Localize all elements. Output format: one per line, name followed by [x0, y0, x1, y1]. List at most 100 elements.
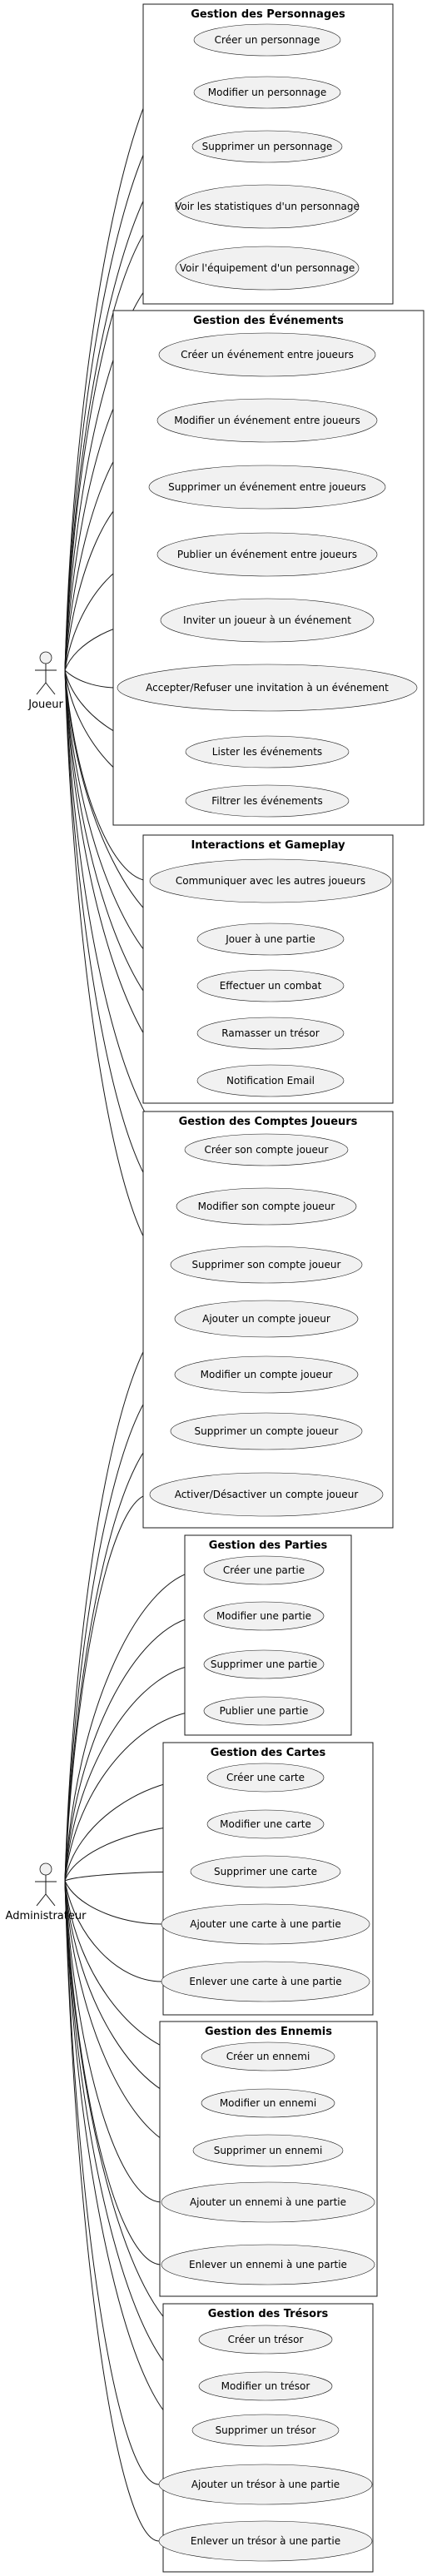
use-case-ellipse[interactable] [149, 858, 392, 903]
use-case-supprimer-un-personnage[interactable]: Supprimer un personnage [191, 130, 343, 163]
use-case-ellipse[interactable] [203, 1601, 325, 1631]
use-case-label: Modifier un événement entre joueurs [174, 415, 360, 426]
use-case-creer-son-compte-joueur[interactable]: Créer son compte joueur [184, 1133, 349, 1166]
use-case-ellipse[interactable] [161, 2244, 375, 2285]
use-case-ellipse[interactable] [191, 130, 343, 163]
use-case-modifier-une-carte[interactable]: Modifier une carte [206, 1809, 325, 1839]
use-case-supprimer-son-compte-joueur[interactable]: Supprimer son compte joueur [170, 1246, 363, 1284]
use-case-ellipse[interactable] [198, 2325, 333, 2355]
use-case-ellipse[interactable] [117, 664, 418, 712]
use-case-modifier-un-compte-joueur[interactable]: Modifier un compte joueur [174, 1355, 359, 1394]
actor-admin[interactable]: Administrateur [6, 1862, 87, 1922]
use-case-ellipse[interactable] [206, 1809, 325, 1839]
use-case-ellipse[interactable] [191, 2414, 340, 2447]
use-case-ellipse[interactable] [206, 1763, 325, 1793]
use-case-creer-un-evenement-entre-joueurs[interactable]: Créer un événement entre joueurs [158, 332, 376, 377]
use-case-ellipse[interactable] [190, 1855, 341, 1888]
use-case-ajouter-un-tresor-a-une-partie[interactable]: Ajouter un trésor à une partie [158, 2464, 373, 2505]
use-case-creer-un-personnage[interactable]: Créer un personnage [193, 23, 341, 57]
use-case-jouer-a-une-partie[interactable]: Jouer à une partie [196, 922, 345, 956]
use-case-ajouter-un-compte-joueur[interactable]: Ajouter un compte joueur [174, 1300, 359, 1338]
use-case-filtrer-les-evenements[interactable]: Filtrer les événements [185, 784, 350, 818]
use-case-ellipse[interactable] [161, 2181, 375, 2223]
use-case-ellipse[interactable] [196, 1017, 345, 1050]
use-case-ellipse[interactable] [203, 1649, 325, 1679]
use-case-enlever-un-tresor-a-une-partie[interactable]: Enlever un trésor à une partie [158, 2520, 373, 2562]
package-title: Gestion des Cartes [211, 1747, 326, 1759]
use-case-supprimer-un-tresor[interactable]: Supprimer un trésor [191, 2414, 340, 2447]
use-case-ellipse[interactable] [185, 735, 350, 768]
use-case-publier-un-evenement-entre-joueurs[interactable]: Publier un événement entre joueurs [156, 532, 378, 577]
use-case-ellipse[interactable] [174, 1300, 359, 1338]
use-case-ellipse[interactable] [174, 1355, 359, 1394]
use-case-modifier-un-tresor[interactable]: Modifier un trésor [198, 2371, 333, 2401]
use-case-label: Jouer à une partie [225, 933, 315, 945]
use-case-ellipse[interactable] [170, 1412, 363, 1450]
actor-joueur[interactable]: Joueur [27, 651, 63, 711]
use-case-modifier-un-personnage[interactable]: Modifier un personnage [193, 76, 341, 109]
use-case-inviter-un-joueur-a-un-evenement[interactable]: Inviter un joueur à un événement [160, 598, 375, 643]
use-case-creer-une-partie[interactable]: Créer une partie [203, 1555, 325, 1585]
use-case-ellipse[interactable] [148, 465, 386, 510]
use-case-modifier-un-evenement-entre-joueurs[interactable]: Modifier un événement entre joueurs [156, 398, 378, 443]
use-case-ellipse[interactable] [193, 76, 341, 109]
use-case-enlever-une-carte-a-une-partie[interactable]: Enlever une carte à une partie [161, 1961, 370, 2002]
use-case-label: Créer un trésor [228, 2334, 304, 2345]
use-case-ellipse[interactable] [158, 2520, 373, 2562]
use-case-ellipse[interactable] [192, 2134, 344, 2167]
use-case-supprimer-un-evenement-entre-joueurs[interactable]: Supprimer un événement entre joueurs [148, 465, 386, 510]
use-case-label: Voir l'équipement d'un personnage [180, 262, 355, 274]
use-case-publier-une-partie[interactable]: Publier une partie [203, 1696, 325, 1726]
use-case-ajouter-une-carte-a-une-partie[interactable]: Ajouter une carte à une partie [161, 1903, 370, 1945]
use-case-creer-une-carte[interactable]: Créer une carte [206, 1763, 325, 1793]
use-case-supprimer-une-partie[interactable]: Supprimer une partie [203, 1649, 325, 1679]
use-case-ellipse[interactable] [196, 922, 345, 956]
use-case-ellipse[interactable] [193, 23, 341, 57]
use-case-modifier-une-partie[interactable]: Modifier une partie [203, 1601, 325, 1631]
use-case-ellipse[interactable] [185, 784, 350, 818]
use-case-communiquer-avec-les-autres-joueurs[interactable]: Communiquer avec les autres joueurs [149, 858, 392, 903]
use-case-effectuer-un-combat[interactable]: Effectuer un combat [196, 969, 345, 1002]
use-case-supprimer-un-compte-joueur[interactable]: Supprimer un compte joueur [170, 1412, 363, 1450]
use-case-voir-l-equipement-d-un-personnage[interactable]: Voir l'équipement d'un personnage [175, 246, 360, 291]
use-case-voir-les-statistiques-d-un-personnage[interactable]: Voir les statistiques d'un personnage [175, 184, 360, 229]
use-case-ellipse[interactable] [156, 532, 378, 577]
use-case-creer-un-ennemi[interactable]: Créer un ennemi [201, 2041, 335, 2071]
use-case-activer-desactiver-un-compte-joueur[interactable]: Activer/Désactiver un compte joueur [149, 1472, 384, 1517]
use-case-ellipse[interactable] [158, 332, 376, 377]
use-case-supprimer-un-ennemi[interactable]: Supprimer un ennemi [192, 2134, 344, 2167]
use-case-ellipse[interactable] [161, 1903, 370, 1945]
use-case-ellipse[interactable] [175, 246, 360, 291]
use-case-ellipse[interactable] [176, 1187, 357, 1226]
use-case-ellipse[interactable] [203, 1555, 325, 1585]
use-case-ellipse[interactable] [158, 2464, 373, 2505]
use-case-ellipse[interactable] [175, 184, 360, 229]
use-case-ellipse[interactable] [160, 598, 375, 643]
use-case-notification-email[interactable]: Notification Email [196, 1064, 345, 1097]
use-case-ellipse[interactable] [156, 398, 378, 443]
use-case-accepter-refuser-une-invitation-a-un-evenement[interactable]: Accepter/Refuser une invitation à un évé… [117, 664, 418, 712]
use-case-ellipse[interactable] [170, 1246, 363, 1284]
use-case-label: Modifier un compte joueur [201, 1369, 333, 1380]
use-case-ellipse[interactable] [184, 1133, 349, 1166]
use-case-ajouter-un-ennemi-a-une-partie[interactable]: Ajouter un ennemi à une partie [161, 2181, 375, 2223]
use-case-ellipse[interactable] [201, 2041, 335, 2071]
use-case-ellipse[interactable] [201, 2088, 335, 2118]
use-case-enlever-un-ennemi-a-une-partie[interactable]: Enlever un ennemi à une partie [161, 2244, 375, 2285]
use-case-modifier-son-compte-joueur[interactable]: Modifier son compte joueur [176, 1187, 357, 1226]
use-case-ramasser-un-tresor[interactable]: Ramasser un trésor [196, 1017, 345, 1050]
use-case-modifier-un-ennemi[interactable]: Modifier un ennemi [201, 2088, 335, 2118]
use-case-ellipse[interactable] [196, 1064, 345, 1097]
use-case-ellipse[interactable] [161, 1961, 370, 2002]
use-case-lister-les-evenements[interactable]: Lister les événements [185, 735, 350, 768]
use-case-ellipse[interactable] [196, 969, 345, 1002]
use-case-ellipse[interactable] [198, 2371, 333, 2401]
use-case-supprimer-une-carte[interactable]: Supprimer une carte [190, 1855, 341, 1888]
use-case-label: Supprimer un ennemi [214, 2145, 323, 2156]
use-case-ellipse[interactable] [149, 1472, 384, 1517]
use-case-creer-un-tresor[interactable]: Créer un trésor [198, 2325, 333, 2355]
use-case-ellipse[interactable] [203, 1696, 325, 1726]
